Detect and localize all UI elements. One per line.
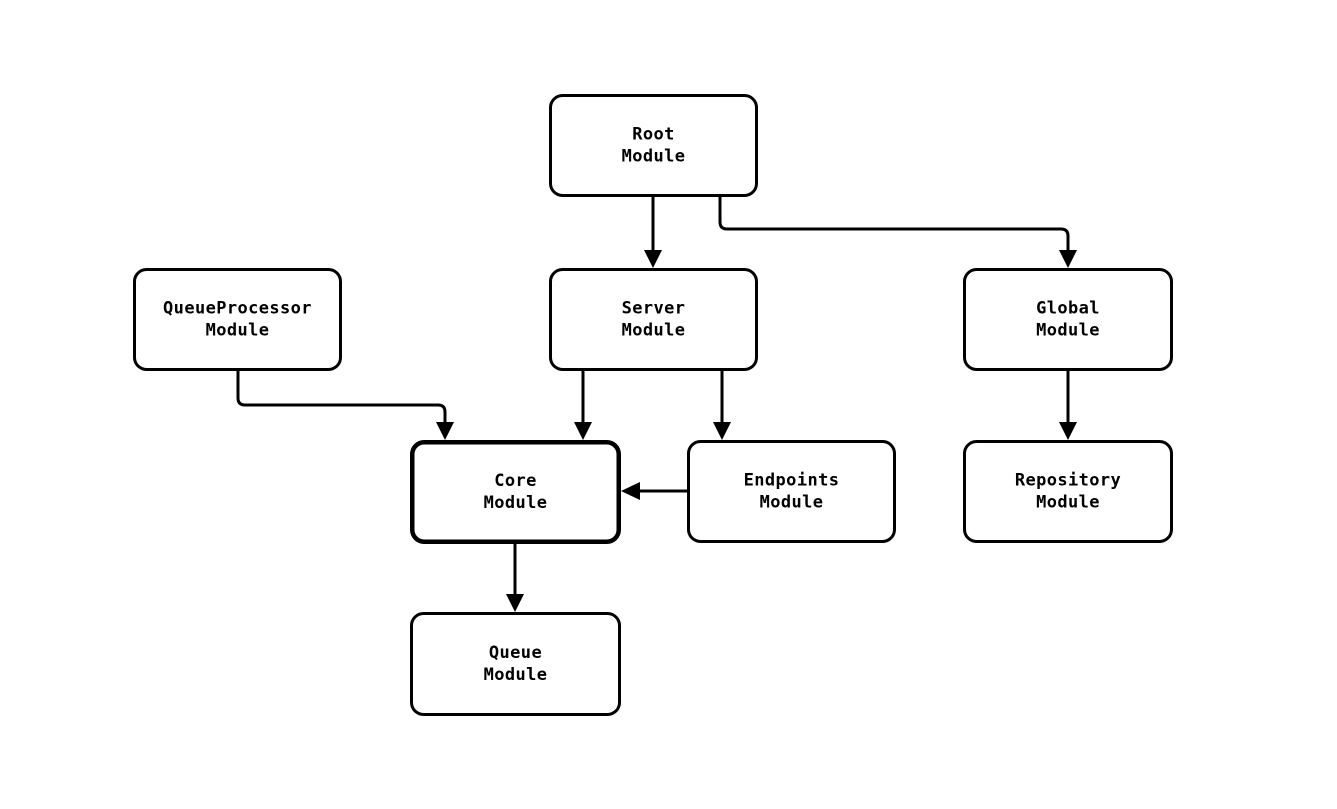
core-module-box[interactable]: [410, 440, 621, 544]
edge-root-to-server-arrowhead-icon: [644, 250, 662, 268]
edge-queueprocessor-to-core: [236, 371, 454, 440]
edge-root-to-server: [644, 197, 662, 268]
global-module-box[interactable]: [963, 268, 1173, 371]
server-module-label-line1: Server: [622, 299, 686, 319]
edge-core-to-queue-arrowhead-icon: [506, 594, 524, 612]
repository-module-label-line1: Repository: [1015, 471, 1121, 491]
root-module-label-line2: Module: [622, 147, 686, 167]
queueprocessor-module-box[interactable]: [133, 268, 342, 371]
edge-core-to-queue: [506, 544, 524, 612]
repository-module-label-line2: Module: [1036, 493, 1100, 513]
edge-server-to-endpoints: [713, 371, 731, 440]
core-module-label-line1: Core: [494, 471, 537, 491]
endpoints-module-label-line2: Module: [760, 493, 824, 513]
queue-module-box[interactable]: [410, 612, 621, 716]
endpoints-module-box[interactable]: [687, 440, 896, 543]
edge-global-to-repository-arrowhead-icon: [1059, 422, 1077, 440]
repository-module-box[interactable]: [963, 440, 1173, 543]
edge-queueprocessor-to-core-line: [236, 371, 447, 425]
queueprocessor-module-label-line1: QueueProcessor: [163, 299, 312, 319]
root-module-label-line1: Root: [632, 125, 675, 145]
edge-server-to-core: [574, 371, 592, 440]
core-module-label-line2: Module: [484, 493, 548, 513]
edges-layer: [236, 197, 1077, 612]
queue-module-label-line1: Queue: [489, 643, 542, 663]
edge-root-to-global-arrowhead-icon: [1059, 250, 1077, 268]
queueprocessor-module-label-line2: Module: [206, 321, 270, 341]
queue-module-label-line2: Module: [484, 665, 548, 685]
edge-root-to-global: [718, 197, 1077, 268]
root-module-box[interactable]: [549, 94, 758, 197]
edge-server-to-endpoints-arrowhead-icon: [713, 422, 731, 440]
nodes-layer: RootModuleQueueProcessorModuleServerModu…: [133, 94, 1173, 716]
edge-server-to-core-arrowhead-icon: [574, 422, 592, 440]
edge-endpoints-to-core-arrowhead-icon: [621, 482, 640, 500]
edge-queueprocessor-to-core-arrowhead-icon: [436, 422, 454, 440]
edge-global-to-repository: [1059, 371, 1077, 440]
edge-endpoints-to-core: [621, 482, 687, 500]
endpoints-module-label-line1: Endpoints: [744, 471, 840, 491]
global-module-label-line2: Module: [1036, 321, 1100, 341]
server-module-label-line2: Module: [622, 321, 686, 341]
edge-root-to-global-line: [718, 197, 1070, 253]
server-module-box[interactable]: [549, 268, 758, 371]
global-module-label-line1: Global: [1036, 299, 1100, 319]
